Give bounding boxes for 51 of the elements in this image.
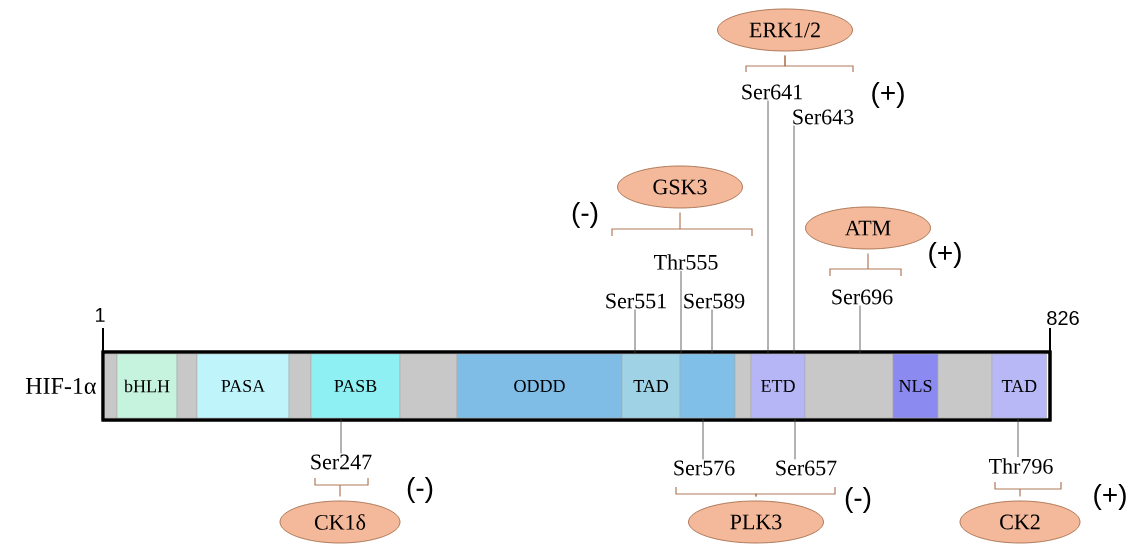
linker-segment <box>937 353 993 419</box>
site-label: Ser576 <box>674 460 735 476</box>
leader-line <box>767 100 769 355</box>
linker-segment <box>734 353 752 419</box>
linker-segment <box>176 353 198 419</box>
site-label: Ser247 <box>311 454 372 470</box>
leader-line <box>794 417 796 460</box>
domain-box: TAD <box>991 353 1047 419</box>
domain-box: ETD <box>750 353 806 419</box>
protein-label: HIF-1α <box>25 377 96 395</box>
effect-sign: (+) <box>929 241 961 269</box>
leader-line <box>711 309 713 355</box>
site-label: Ser643 <box>793 109 854 125</box>
scale-number: 1 <box>95 308 105 322</box>
linker-segment <box>288 353 312 419</box>
effect-sign: (+) <box>872 81 904 109</box>
linker-segment <box>804 353 894 419</box>
leader-line <box>634 309 636 355</box>
site-label: Ser551 <box>606 293 666 309</box>
scale-number: 826 <box>1047 310 1079 326</box>
bracket <box>994 481 1062 498</box>
bracket <box>829 252 902 277</box>
effect-sign: (+) <box>1094 483 1126 511</box>
bracket <box>784 54 854 73</box>
domain-box: PASA <box>196 353 290 419</box>
linker-segment <box>679 353 736 419</box>
site-label: Thr796 <box>989 458 1053 474</box>
site-label: Ser657 <box>776 460 837 476</box>
effect-sign: (-) <box>572 201 598 229</box>
leader-line <box>340 417 342 454</box>
bracket <box>675 486 757 498</box>
site-label: Ser641 <box>742 84 802 100</box>
domain-box: PASB <box>310 353 401 419</box>
site-label: Thr555 <box>654 254 718 270</box>
effect-sign: (-) <box>407 476 433 504</box>
leader-line <box>793 125 795 355</box>
domain-box: ODDD <box>456 353 623 419</box>
domain-box: bHLH <box>116 353 178 419</box>
leader-line <box>680 270 682 355</box>
domain-box: NLS <box>892 353 939 419</box>
site-label: Ser589 <box>684 293 745 309</box>
effect-sign: (-) <box>845 486 871 514</box>
bracket <box>755 486 836 498</box>
leader-line <box>859 305 861 355</box>
bracket <box>314 477 369 498</box>
leader-line <box>1017 417 1019 458</box>
domain-box: TAD <box>621 353 681 419</box>
site-label: Ser696 <box>832 289 893 305</box>
bracket <box>611 211 753 237</box>
leader-line <box>702 417 704 460</box>
linker-segment <box>399 353 458 419</box>
